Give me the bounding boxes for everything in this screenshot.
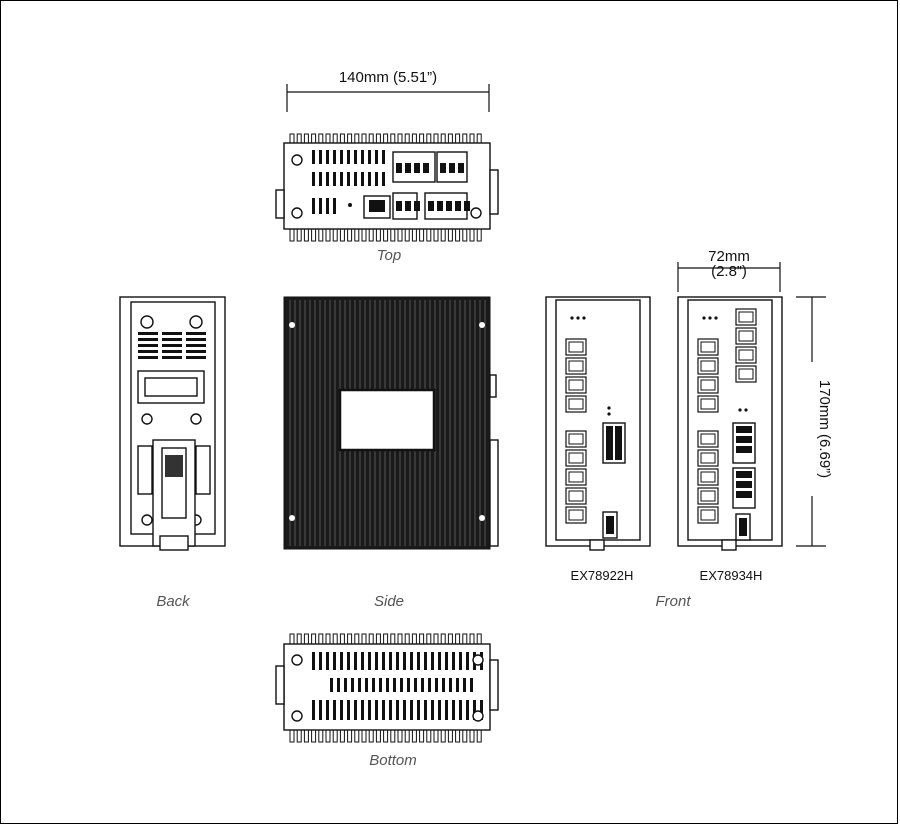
top-view-label: Top bbox=[377, 247, 401, 264]
height-dimension: 170mm (6.69”) bbox=[796, 296, 833, 547]
side-view-label: Side bbox=[374, 593, 404, 610]
back-view bbox=[119, 296, 226, 551]
svg-text:170mm (6.69”): 170mm (6.69”) bbox=[816, 380, 833, 478]
side-view bbox=[283, 296, 499, 550]
bottom-view bbox=[275, 633, 499, 743]
svg-text:72mm: 72mm bbox=[708, 248, 750, 265]
svg-text:(2.8”): (2.8”) bbox=[711, 263, 747, 280]
top-view: 140mm (5.51”) bbox=[275, 69, 499, 242]
bottom-view-label: Bottom bbox=[369, 752, 417, 769]
front-view-ex78934h bbox=[677, 296, 783, 551]
back-view-label: Back bbox=[156, 593, 191, 610]
width-dimension: 140mm (5.51”) bbox=[339, 69, 437, 86]
model-label-right: EX78934H bbox=[700, 568, 763, 583]
front-view-ex78922h bbox=[545, 296, 651, 551]
model-label-left: EX78922H bbox=[571, 568, 634, 583]
front-view-label: Front bbox=[655, 593, 691, 610]
depth-dimension: 72mm (2.8”) bbox=[677, 248, 781, 292]
